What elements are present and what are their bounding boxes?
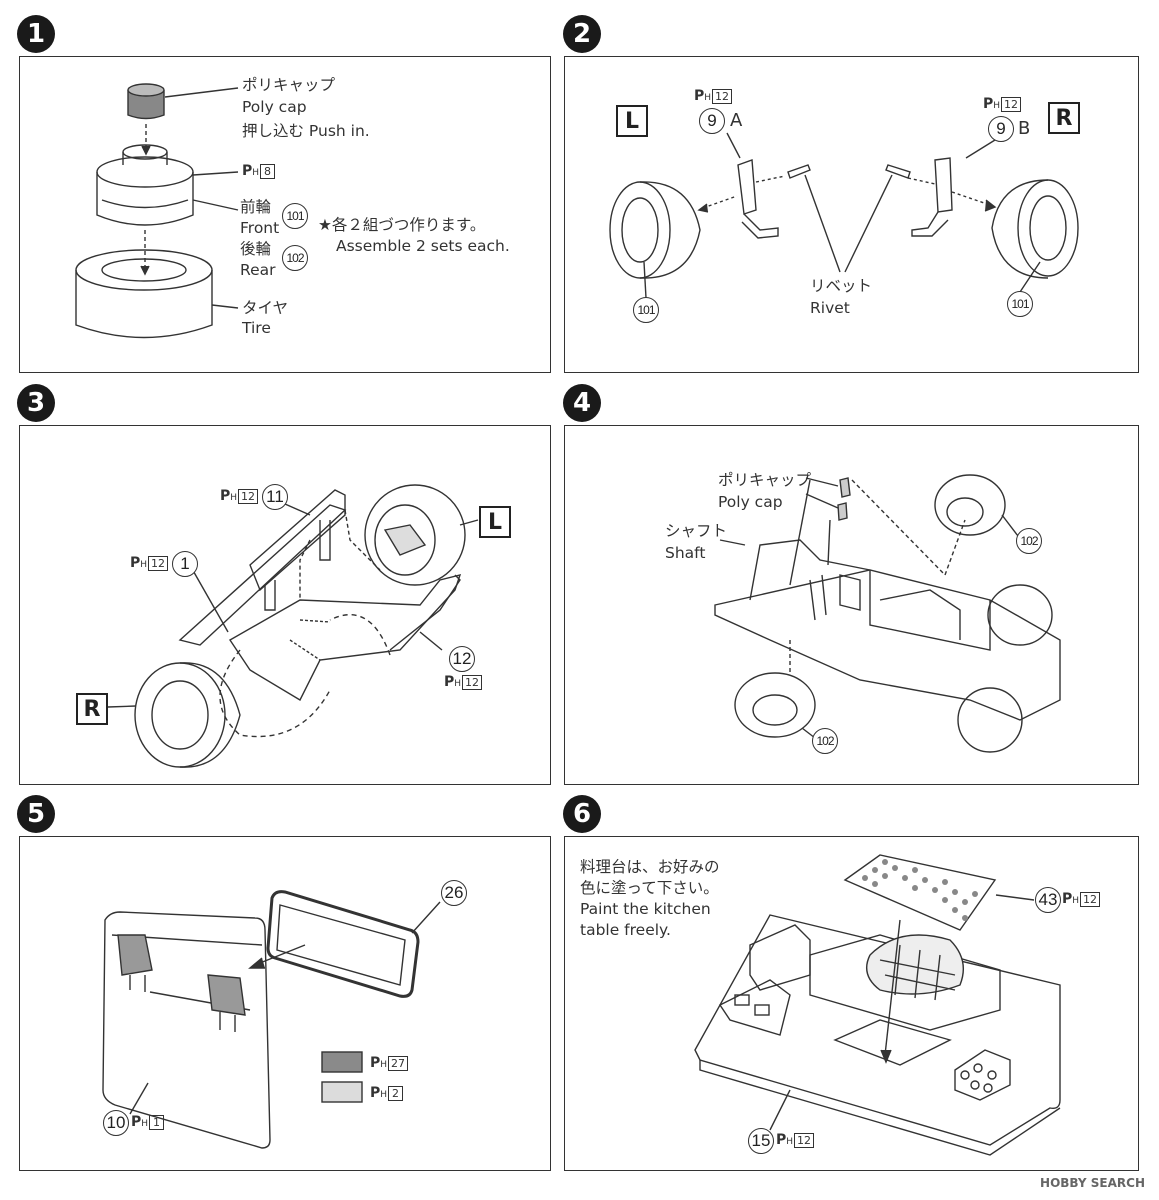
part-number-9-left: 9	[699, 108, 725, 134]
part-number-9-right: 9	[988, 116, 1014, 142]
polycap-label-jp: ポリキャップ	[242, 76, 336, 94]
tire-label-en: Tire	[242, 319, 271, 337]
kitchen-note-jp-line2: 色に塗って下さい。	[580, 879, 719, 897]
step-2-steering-knuckle-drawing	[609, 132, 1079, 299]
kitchen-note-en-line1: Paint the kitchen	[580, 900, 711, 918]
step-6-kitchen-table-drawing	[694, 854, 1061, 1156]
watermark: HOBBY SEARCH	[1040, 1176, 1145, 1190]
variant-a-label: A	[730, 110, 743, 131]
part-number-11: 11	[262, 484, 288, 510]
part-number-15: 15	[748, 1128, 774, 1154]
part-number-10: 10	[103, 1110, 129, 1136]
front-label-en: Front	[240, 219, 280, 237]
rear-label-jp: 後輪	[240, 240, 272, 258]
left-side-label-step3: L	[479, 506, 511, 538]
part-number-102-rear-wheel: 102	[1016, 528, 1042, 554]
part-number-102: 102	[282, 245, 308, 271]
right-side-label-step3: R	[76, 693, 108, 725]
kitchen-note-jp-line1: 料理台は、お好みの	[580, 858, 720, 876]
step-5-seat-back-drawing	[102, 890, 441, 1149]
step-3-chassis-frame-drawing	[107, 484, 479, 768]
left-side-label: L	[616, 105, 648, 137]
step-4-chassis-drawing	[714, 474, 1061, 753]
assembly-note-jp: ★各２組づつ作ります。	[318, 216, 486, 234]
rivet-label-jp: リベット	[810, 277, 873, 295]
step-number-1: 1	[17, 15, 55, 53]
front-label-jp: 前輪	[240, 198, 272, 216]
part-number-101-left-wheel: 101	[633, 297, 659, 323]
assembly-note-en: Assemble 2 sets each.	[336, 237, 510, 255]
polycap-label-en: Poly cap	[242, 98, 307, 116]
variant-b-label: B	[1018, 118, 1031, 139]
step-number-3: 3	[17, 384, 55, 422]
step-4-panel	[564, 425, 1139, 785]
polycap-label-jp-step4: ポリキャップ	[718, 471, 812, 489]
part-number-26: 26	[441, 880, 467, 906]
step-number-2: 2	[563, 15, 601, 53]
tire-label-jp: タイヤ	[242, 299, 289, 317]
rear-label-en: Rear	[240, 261, 276, 279]
step-number-5: 5	[17, 795, 55, 833]
swatch-light	[321, 1081, 363, 1103]
kitchen-note-en-line2: table freely.	[580, 921, 671, 939]
step-1-wheel-assembly-drawing	[75, 83, 239, 339]
step-3-panel	[19, 425, 551, 785]
shaft-label-en: Shaft	[665, 544, 706, 562]
part-number-1: 1	[172, 551, 198, 577]
part-number-102-front-wheel: 102	[812, 728, 838, 754]
step-2-panel	[564, 56, 1139, 373]
part-number-43: 43	[1035, 887, 1061, 913]
part-number-101: 101	[282, 203, 308, 229]
rivet-label-en: Rivet	[810, 299, 850, 317]
polycap-label-en-step4: Poly cap	[718, 493, 783, 511]
part-number-101-right-wheel: 101	[1007, 291, 1033, 317]
step-number-4: 4	[563, 384, 601, 422]
step-number-6: 6	[563, 795, 601, 833]
shaft-label-jp: シャフト	[665, 522, 728, 540]
swatch-dark	[321, 1051, 363, 1073]
right-side-label: R	[1048, 102, 1080, 134]
part-number-12: 12	[449, 646, 475, 672]
push-in-label: 押し込む Push in.	[242, 122, 370, 140]
